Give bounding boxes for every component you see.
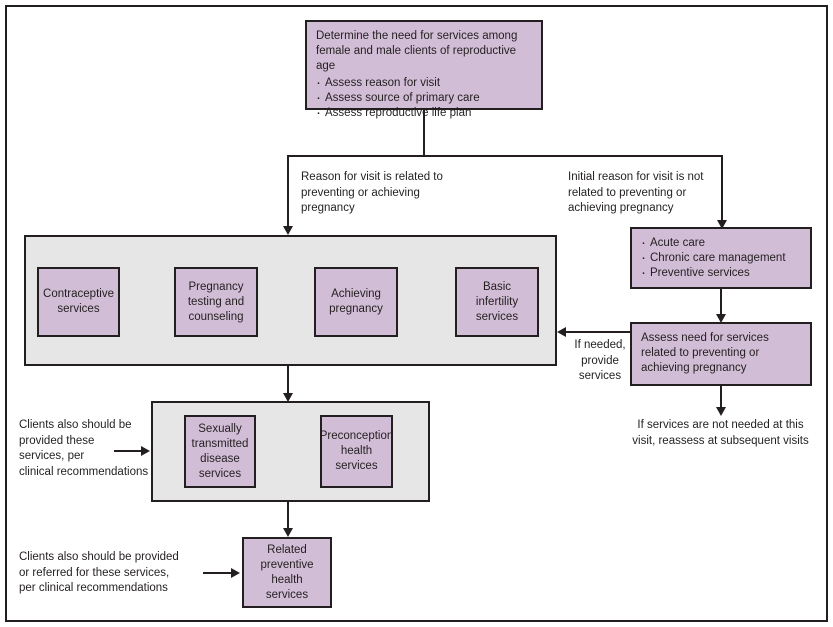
core-service-achieving-pregnancy-label: Achieving pregnancy xyxy=(329,288,383,315)
determine-need-heading: Determine the need for services among fe… xyxy=(316,30,518,72)
core-service-pregnancy-testing: Pregnancy testing and counseling xyxy=(174,267,258,337)
arrow-othercare-to-assess-icon xyxy=(716,314,726,323)
connector-core-to-additional xyxy=(287,366,289,396)
not-needed-label: If services are not needed at this visit… xyxy=(632,419,809,447)
connector-othercare-to-assess xyxy=(720,289,722,317)
arrow-right-branch-down-icon xyxy=(717,220,727,229)
determine-need-bullet-2: Assess reproductive life plan xyxy=(316,105,532,121)
related-preventive-box: Related preventive health services xyxy=(242,537,332,608)
core-service-contraceptive-label: Contraceptive services xyxy=(43,288,114,315)
core-service-basic-infertility-label: Basic infertility services xyxy=(475,280,519,323)
determine-need-bullet-0: Assess reason for visit xyxy=(316,75,532,91)
arrow-additional-to-related-icon xyxy=(283,528,293,537)
other-care-bullet-0: Acute care xyxy=(641,235,801,251)
arrow-additional-note-right-icon xyxy=(141,446,150,456)
additional-service-std: Sexually transmitted disease services xyxy=(184,415,256,488)
connector-split-horizontal xyxy=(287,155,723,157)
core-service-pregnancy-testing-label: Pregnancy testing and counseling xyxy=(187,280,245,323)
connector-right-branch-vertical xyxy=(721,155,723,221)
determine-need-box: Determine the need for services among fe… xyxy=(305,20,543,120)
connector-ifneeded-horizontal xyxy=(566,331,630,333)
additional-service-preconception: Preconception health services xyxy=(320,415,393,488)
other-care-bullet-1: Chronic care management xyxy=(641,250,801,266)
additional-service-preconception-label: Preconception health services xyxy=(319,430,394,472)
core-service-contraceptive: Contraceptive services xyxy=(37,267,120,337)
arrow-core-to-additional-icon xyxy=(283,393,293,402)
connector-left-branch-vertical xyxy=(287,155,289,227)
core-service-achieving-pregnancy: Achieving pregnancy xyxy=(314,267,398,337)
assess-need-box: Assess need for services related to prev… xyxy=(630,322,812,386)
diagram-outer-frame xyxy=(5,5,828,622)
arrow-left-branch-down-icon xyxy=(283,226,293,235)
other-care-box: Acute care Chronic care management Preve… xyxy=(630,227,812,289)
connector-related-note-horizontal xyxy=(203,572,232,574)
additional-service-std-label: Sexually transmitted disease services xyxy=(191,422,249,480)
connector-assess-to-notneeded xyxy=(720,386,722,410)
related-preventive-note: Clients also should be provided or refer… xyxy=(19,551,179,594)
determine-need-bullets: Assess reason for visit Assess source of… xyxy=(316,75,532,121)
other-care-bullets: Acute care Chronic care management Preve… xyxy=(641,235,801,281)
arrow-ifneeded-left-icon xyxy=(557,327,566,337)
core-service-basic-infertility: Basic infertility services xyxy=(455,267,539,337)
related-preventive-label: Related preventive health services xyxy=(260,543,314,601)
arrow-assess-to-notneeded-icon xyxy=(716,407,726,416)
arrow-related-note-right-icon xyxy=(231,568,240,578)
determine-need-bullet-1: Assess source of primary care xyxy=(316,90,532,106)
branch-right-label: Initial reason for visit is not related … xyxy=(568,171,704,214)
connector-additional-note-horizontal xyxy=(114,450,142,452)
branch-left-label: Reason for visit is related to preventin… xyxy=(301,171,443,214)
other-care-bullet-2: Preventive services xyxy=(641,265,801,281)
connector-additional-to-related xyxy=(287,502,289,532)
if-needed-label: If needed, provide services xyxy=(574,339,626,382)
connector-trunk-vertical xyxy=(423,110,425,156)
assess-need-text: Assess need for services related to prev… xyxy=(641,332,769,374)
additional-services-note: Clients also should be provided these se… xyxy=(19,419,149,478)
